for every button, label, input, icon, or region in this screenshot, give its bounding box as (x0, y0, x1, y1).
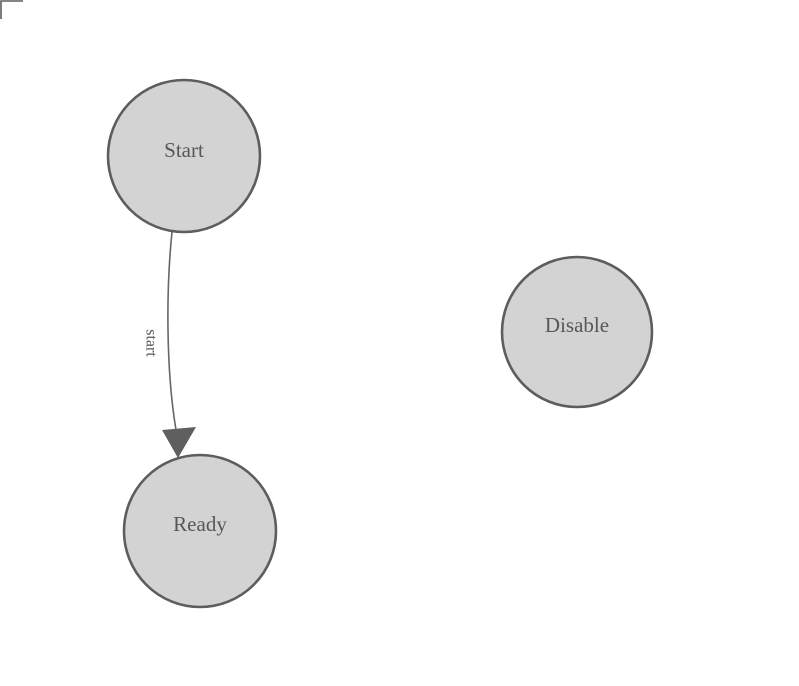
node-start[interactable]: Start (106, 78, 262, 234)
edge-path-start-to-ready (167, 231, 177, 431)
node-disable-circle[interactable] (500, 255, 654, 409)
node-disable[interactable]: Disable (500, 255, 654, 409)
node-ready[interactable]: Ready (122, 453, 278, 609)
node-start-circle[interactable] (106, 78, 262, 234)
node-ready-circle[interactable] (122, 453, 278, 609)
node-disable-label: Disable (545, 313, 609, 337)
arrowhead-icon (162, 427, 196, 458)
corner-bracket-mark (0, 0, 23, 19)
node-ready-label: Ready (173, 512, 227, 536)
edge-start-to-ready[interactable]: start (143, 231, 197, 458)
edge-label-start: start (143, 329, 160, 357)
node-start-label: Start (164, 138, 204, 162)
